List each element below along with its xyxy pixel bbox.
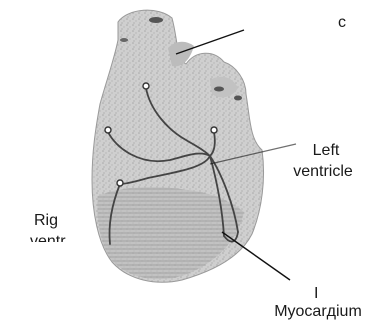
label-left-ventricle-line1: Left — [298, 141, 354, 160]
label-right-ventricle-fragment-1: Rig — [34, 211, 58, 230]
label-myocardium: Myocarдium — [270, 302, 366, 321]
vessel-stump-4 — [120, 38, 128, 42]
label-myocardium-marker: I — [314, 284, 318, 303]
label-right-ventricle-fragment-2: ventr — [30, 232, 66, 242]
vessel-stump-3 — [234, 96, 242, 101]
right-ventricle-shading — [98, 187, 245, 279]
leader-line-top — [176, 30, 244, 54]
vessel-stump-1 — [149, 17, 163, 23]
label-top-right-fragment: c — [338, 13, 346, 32]
vessel-stump-2 — [214, 87, 224, 92]
label-left-ventricle-line2: ventricle — [278, 162, 368, 181]
